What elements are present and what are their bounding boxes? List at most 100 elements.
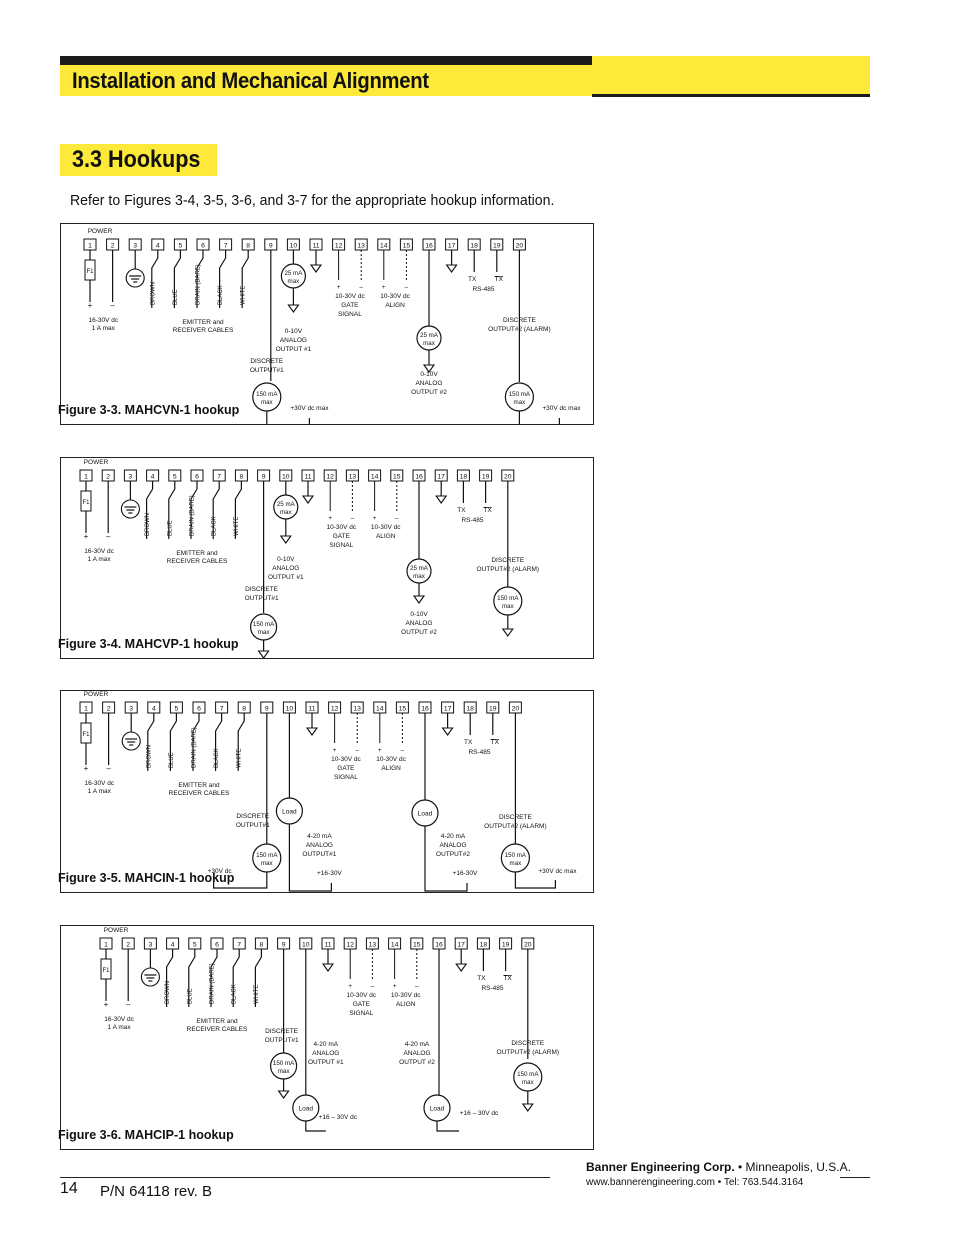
label: 0-10V xyxy=(410,611,428,618)
tx-bar-label: TX xyxy=(491,739,500,746)
terminal-number: 13 xyxy=(353,706,361,713)
fuse-label: F1 xyxy=(102,968,110,974)
ground-arrow-icon xyxy=(305,727,319,736)
cable-wire xyxy=(196,250,204,308)
terminal-number: 2 xyxy=(126,942,130,949)
terminal-number: 16 xyxy=(421,706,429,713)
plus-sign: + xyxy=(84,764,89,773)
terminal-number: 16 xyxy=(435,942,443,949)
label: ANALOG xyxy=(405,620,432,627)
terminal-number: 7 xyxy=(217,474,221,481)
label: OUTPUT #1 xyxy=(276,346,312,353)
label: ANALOG xyxy=(403,1050,430,1057)
plus-sign: + xyxy=(393,983,397,990)
wire-color-label: DRAIN (BARE) xyxy=(210,963,216,1004)
meter-rating: 25 mA xyxy=(410,565,429,572)
meter-rating: max xyxy=(522,1079,535,1086)
terminal-number: 8 xyxy=(246,243,250,250)
cable-wire xyxy=(165,949,174,1007)
minus-sign: – xyxy=(106,532,111,541)
plus-sign: + xyxy=(373,515,377,522)
meter-rating: max xyxy=(514,399,527,406)
supply-current: 1 A max xyxy=(92,325,116,332)
align-label: ALIGN xyxy=(396,1001,416,1008)
tx-bar-label: TX xyxy=(495,276,504,283)
terminal-number: 9 xyxy=(269,243,273,250)
fuse-label: F1 xyxy=(86,269,94,275)
minus-sign: – xyxy=(351,515,355,522)
cable-wire xyxy=(215,713,223,771)
cable-wire xyxy=(190,481,198,539)
plus-sign: + xyxy=(337,284,341,291)
terminal-number: 10 xyxy=(290,243,298,250)
align-label: 10-30V dc xyxy=(380,293,410,300)
gate-label: GATE xyxy=(353,1001,371,1008)
rs485-label: RS-485 xyxy=(472,286,494,293)
terminal-number: 20 xyxy=(524,942,532,949)
terminal-number: 11 xyxy=(304,474,311,481)
cable-wire xyxy=(219,250,227,308)
terminal-number: 18 xyxy=(470,243,478,250)
gate-label: GATE xyxy=(341,302,359,309)
terminal-number: 9 xyxy=(282,942,286,949)
wire-color-label: WHITE xyxy=(241,286,247,305)
terminal-number: 3 xyxy=(129,706,133,713)
wire-color-label: WHITE xyxy=(234,517,240,536)
tx-bar-label: TX xyxy=(503,975,512,982)
load-label: Load xyxy=(418,811,433,818)
minus-sign: – xyxy=(110,301,115,310)
minus-sign: – xyxy=(371,983,375,990)
label: 0-10V xyxy=(277,556,295,563)
cable-wire xyxy=(173,250,182,308)
terminal-number: 4 xyxy=(151,474,155,481)
terminal-number: 1 xyxy=(88,243,92,250)
wire xyxy=(514,872,556,889)
plus-sign: + xyxy=(84,532,89,541)
minus-sign: – xyxy=(395,515,399,522)
label: DISCRETE xyxy=(250,358,284,365)
minus-sign: – xyxy=(415,983,419,990)
terminal-number: 19 xyxy=(482,474,490,481)
section-title: 3.3 Hookups xyxy=(72,146,201,173)
meter-rating: 150 mA xyxy=(256,391,278,398)
terminal-number: 19 xyxy=(502,942,510,949)
meter-rating: 25 mA xyxy=(420,332,439,339)
terminal-number: 5 xyxy=(193,942,197,949)
label: +30V dc xyxy=(208,868,233,875)
terminal-number: 15 xyxy=(403,243,411,250)
figure-caption: Figure 3-3. MAHCVN-1 hookup xyxy=(58,403,240,417)
wire-color-label: BLUE xyxy=(173,289,179,305)
label: 4-20 mA xyxy=(314,1041,339,1048)
terminal-number: 10 xyxy=(302,942,310,949)
terminal-number: 14 xyxy=(376,706,384,713)
gate-label: 10-30V dc xyxy=(331,756,361,763)
ground-arrow-icon xyxy=(287,304,300,313)
power-label: POWER xyxy=(84,459,109,466)
label: OUTPUT #2 xyxy=(411,389,447,396)
wire xyxy=(213,872,268,889)
terminal-number: 18 xyxy=(466,706,474,713)
label: OUTPUT #2 xyxy=(399,1059,435,1066)
label: OUTPUT #1 xyxy=(308,1059,344,1066)
meter-rating: 150 mA xyxy=(509,391,531,398)
align-label: ALIGN xyxy=(381,765,401,772)
meter-rating: max xyxy=(258,629,271,636)
load-label: Load xyxy=(282,809,297,816)
meter-rating: 150 mA xyxy=(517,1071,539,1078)
wire-color-label: DRAIN (BARE) xyxy=(196,264,202,305)
label: 0-10V xyxy=(420,371,438,378)
load-circle xyxy=(275,797,303,825)
cable-wire xyxy=(237,713,245,771)
wire xyxy=(436,1121,459,1132)
terminal-number: 20 xyxy=(512,706,520,713)
label: OUTPUT#2 (ALARM) xyxy=(477,566,539,573)
figure-caption: Figure 3-6. MAHCIP-1 hookup xyxy=(58,1128,234,1142)
terminal-number: 1 xyxy=(84,474,88,481)
terminal-number: 17 xyxy=(457,942,465,949)
cable-wire xyxy=(210,949,218,1007)
cable-wire xyxy=(212,481,220,539)
align-label: ALIGN xyxy=(376,533,396,540)
supply-current: 1 A max xyxy=(108,1024,132,1031)
